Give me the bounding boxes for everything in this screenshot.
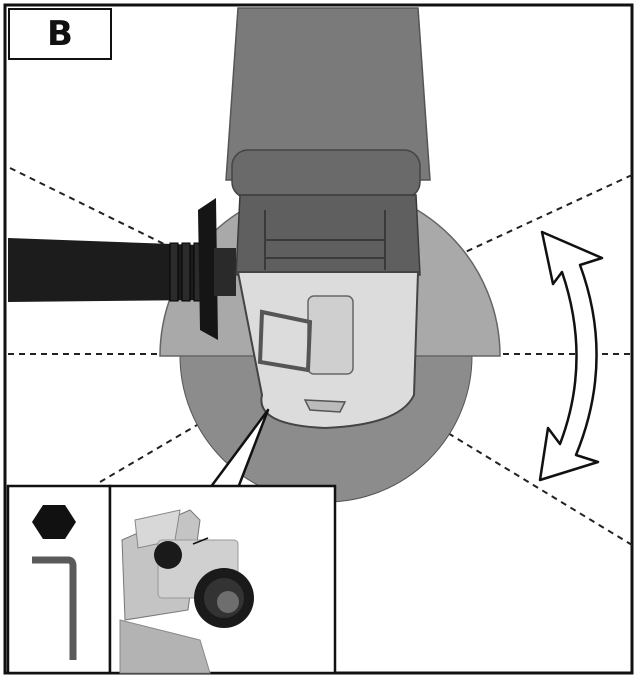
rotation-arrow-icon: [538, 230, 604, 482]
hex-nut-icon: [32, 505, 76, 539]
side-handle: [8, 198, 236, 340]
allen-key-icon: [32, 556, 77, 660]
detail-inset: [108, 484, 337, 675]
panel-label-box: B: [8, 8, 112, 60]
panel-label: B: [47, 14, 73, 54]
callout-leader: [208, 408, 270, 489]
motor-housing: [225, 7, 431, 276]
tools-panel: [6, 484, 112, 675]
gear-head: [236, 271, 420, 430]
